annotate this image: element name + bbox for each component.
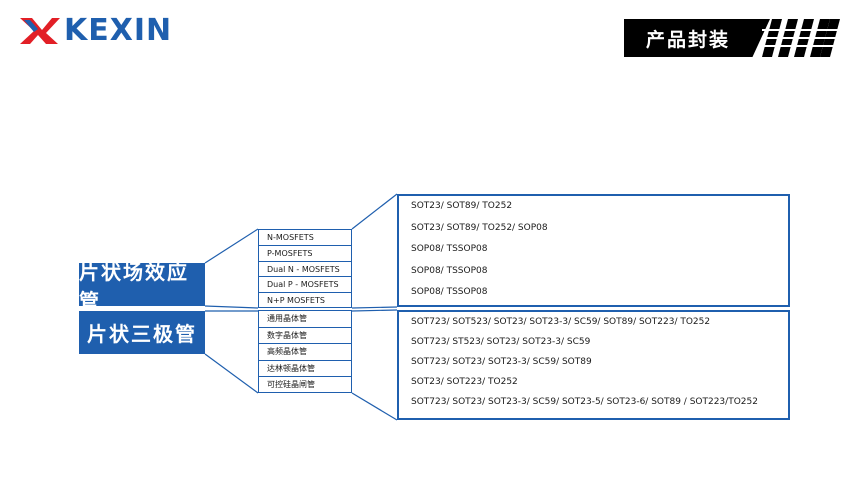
category-transistor: 片状三极管 bbox=[79, 311, 205, 354]
package-line: SOT723/ SOT23/ SOT23-3/ SC59/ SOT89 bbox=[411, 357, 592, 367]
logo-text: KEXIN bbox=[64, 13, 173, 48]
package-line: SOT23/ SOT89/ TO252/ SOP08 bbox=[411, 222, 548, 233]
list-item: 数字晶体管 bbox=[259, 328, 351, 345]
package-line: SOT723/ ST523/ SOT23/ SOT23-3/ SC59 bbox=[411, 337, 591, 347]
package-line: SOP08/ TSSOP08 bbox=[411, 287, 488, 297]
category-label: 片状场效应管 bbox=[79, 259, 189, 313]
list-item: 可控硅晶闸管 bbox=[267, 380, 315, 390]
mosfet-type-list: N-MOSFETS P-MOSFETS Dual N - MOSFETS Dua… bbox=[258, 229, 352, 308]
package-line: SOT723/ SOT23/ SOT23-3/ SC59/ SOT23-5/ S… bbox=[411, 397, 758, 407]
list-item: N-MOSFETS bbox=[259, 230, 351, 246]
decorative-stripes-icon bbox=[762, 19, 842, 57]
package-line: SOT23/ SOT89/ TO252 bbox=[411, 201, 513, 211]
transistor-type-list: 通用晶体管 数字晶体管 高频晶体管 达林顿晶体管 可控硅晶闸管 bbox=[258, 310, 352, 393]
section-title-badge: 产品封装 bbox=[624, 19, 770, 57]
list-item: Dual N - MOSFETS bbox=[259, 262, 351, 278]
list-item: 高频晶体管 bbox=[259, 344, 351, 361]
kexin-x-mark-icon bbox=[20, 18, 60, 44]
transistor-package-list: SOT723/ SOT523/ SOT23/ SOT23-3/ SC59/ SO… bbox=[397, 310, 790, 420]
package-line: SOP08/ TSSOP08 bbox=[411, 244, 488, 254]
list-item: 通用晶体管 bbox=[259, 311, 351, 328]
category-mosfet: 片状场效应管 bbox=[79, 260, 205, 313]
section-title: 产品封装 bbox=[646, 28, 731, 51]
list-item: N+P MOSFETS bbox=[267, 296, 325, 306]
list-item: 达林顿晶体管 bbox=[259, 361, 351, 378]
package-line: SOP08/ TSSOP08 bbox=[411, 265, 488, 276]
package-line: SOT23/ SOT223/ TO252 bbox=[411, 377, 518, 387]
kexin-logo: KEXIN bbox=[18, 16, 172, 46]
list-item: Dual P - MOSFETS bbox=[259, 277, 351, 294]
mosfet-package-list: SOT23/ SOT89/ TO252 SOT23/ SOT89/ TO252/… bbox=[397, 194, 790, 307]
package-line: SOT723/ SOT523/ SOT23/ SOT23-3/ SC59/ SO… bbox=[411, 317, 711, 327]
list-item: P-MOSFETS bbox=[259, 246, 351, 262]
category-label: 片状三极管 bbox=[87, 322, 197, 346]
